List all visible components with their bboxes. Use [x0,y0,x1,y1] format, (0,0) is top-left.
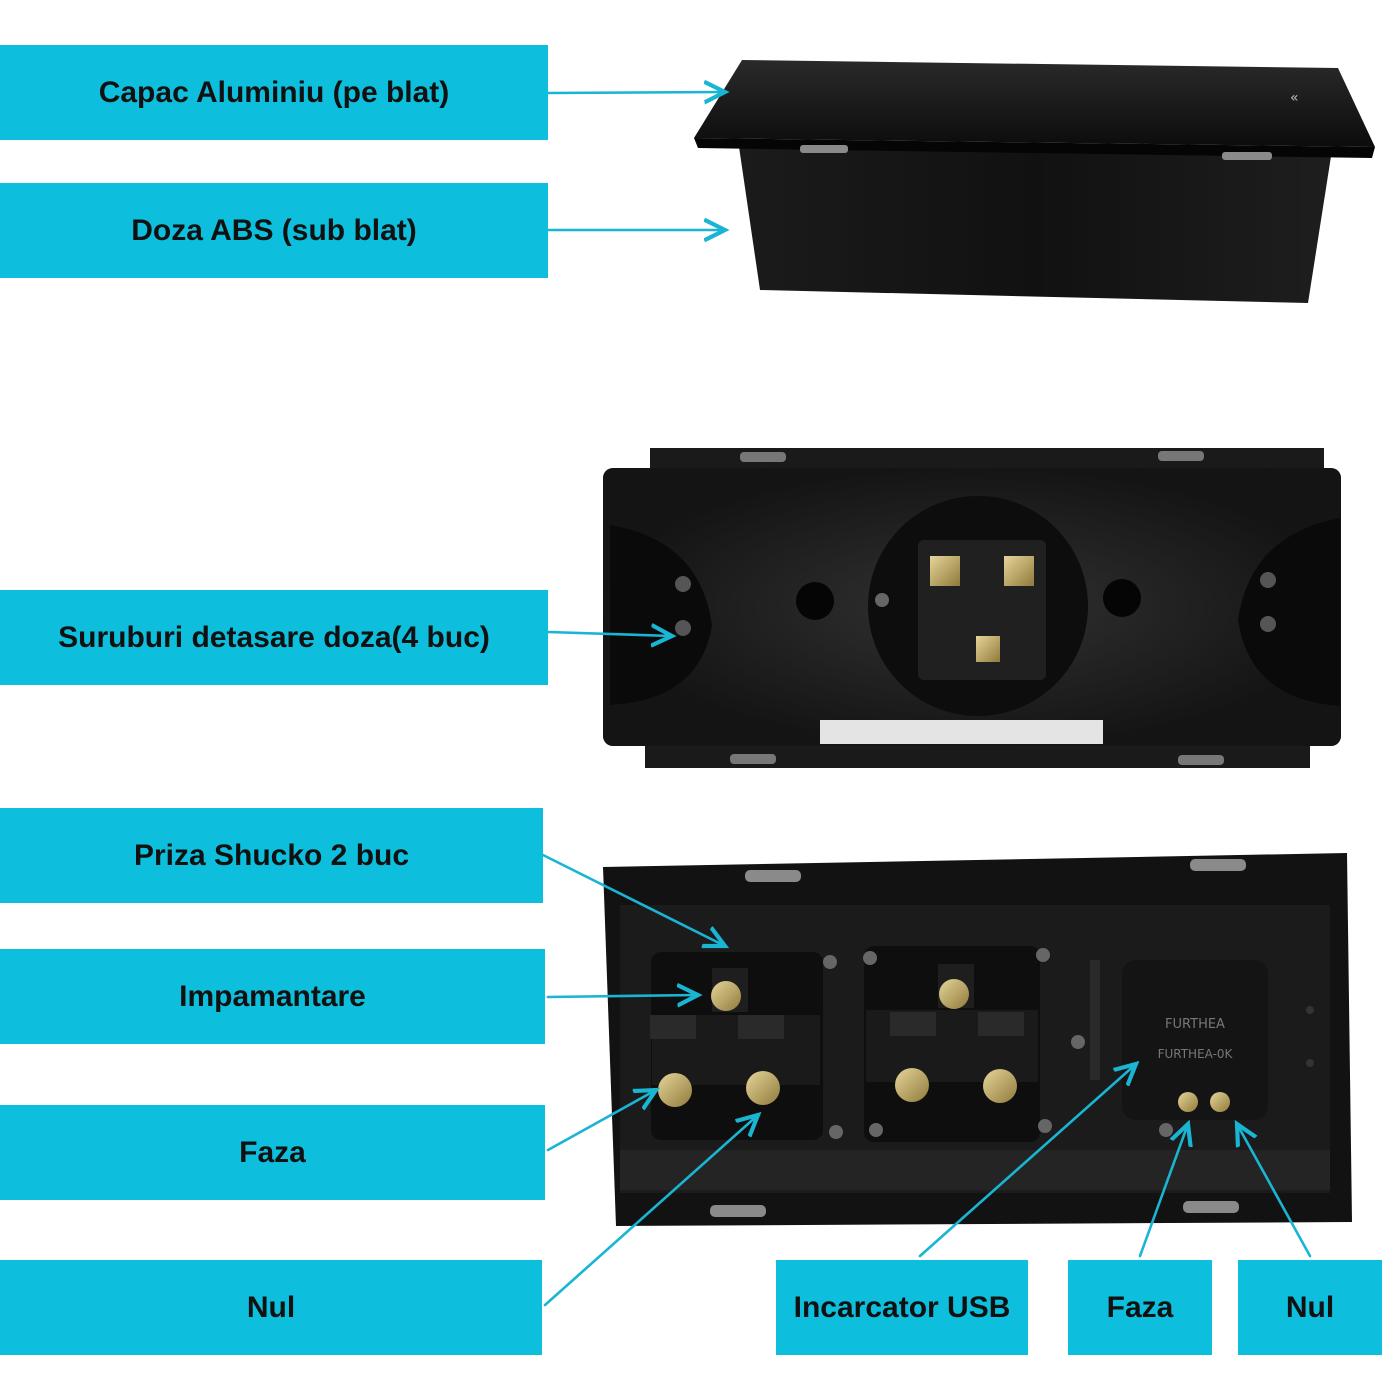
abs-box-body [738,140,1332,303]
arrow-priza [541,853,725,946]
label-doza: Doza ABS (sub blat) [0,183,548,278]
label-priza: Priza Shucko 2 buc [0,808,543,903]
detach-screw-1 [675,576,691,592]
label-impamantare: Impamantare [0,949,545,1044]
svg-text:«: « [1290,90,1299,106]
label-nul-left: Nul [0,1260,542,1355]
arrow-usb [918,1064,1136,1258]
svg-text:FURTHEA-0K: FURTHEA-0K [1158,1047,1234,1061]
arrow-capac [546,92,725,93]
label-nul-right: Nul [1238,1260,1382,1355]
box-underside-photo [603,448,1341,768]
schuko-socket-1 [650,952,843,1140]
usb-charger-module: FURTHEA FURTHEA-0K [1071,960,1314,1137]
box-interior-photo: FURTHEA FURTHEA-0K [603,853,1352,1226]
svg-text:FURTHEA: FURTHEA [1165,1017,1225,1032]
arrow-faza-left [546,1090,656,1152]
label-capac: Capac Aluminiu (pe blat) [0,45,548,140]
aluminium-lid [694,60,1375,147]
arrow-nul-left [543,1115,758,1307]
label-suruburi: Suruburi detasare doza(4 buc) [0,590,548,685]
label-faza-left: Faza [0,1105,545,1200]
arrow-impamantare [546,995,698,997]
pointer-arrows [541,92,1312,1307]
arrow-faza-right [1138,1124,1188,1258]
closed-box-photo: « [694,60,1375,303]
detach-screw-4 [1260,616,1276,632]
schuko-socket-2 [863,946,1052,1142]
detach-screw-2 [675,620,691,636]
label-faza-right: Faza [1068,1260,1212,1355]
detach-screw-3 [1260,572,1276,588]
label-usb: Incarcator USB [776,1260,1028,1355]
arrow-suruburi [546,632,672,636]
arrow-nul-right [1237,1124,1312,1258]
